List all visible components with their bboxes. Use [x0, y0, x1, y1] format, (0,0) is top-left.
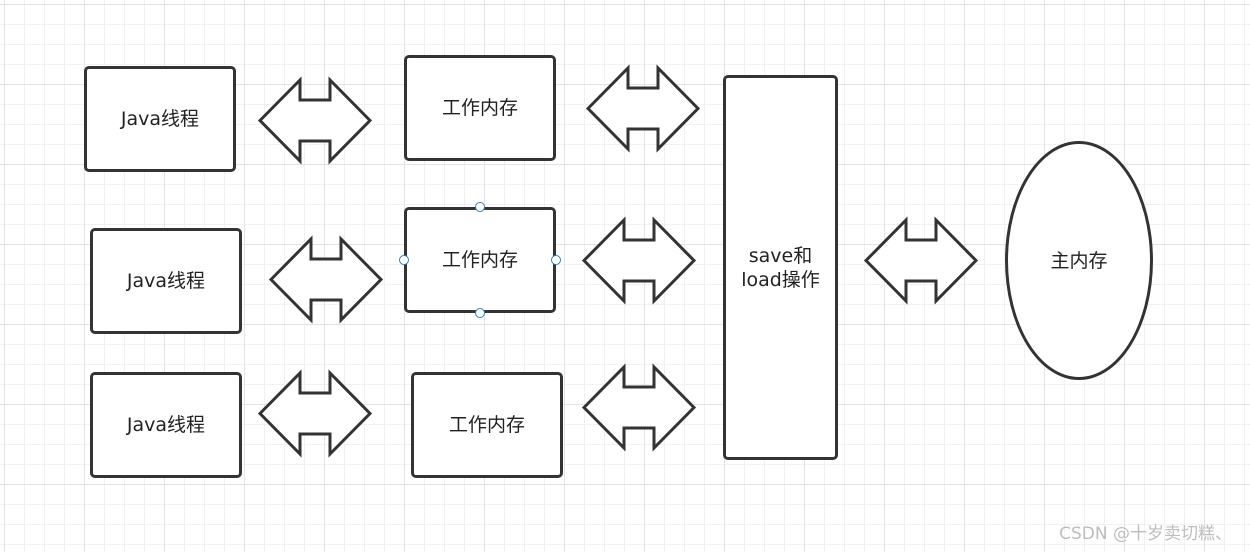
main-memory-label: 主内存 [1050, 249, 1108, 272]
java-thread-label: Java线程 [120, 108, 200, 130]
work-memory-box-1[interactable]: 工作内存 [404, 55, 556, 161]
resize-handle-top[interactable] [475, 202, 485, 212]
double-arrow-icon[interactable] [581, 363, 697, 452]
resize-handle-bottom[interactable] [475, 308, 485, 318]
double-arrow-icon[interactable] [585, 64, 701, 153]
save-load-box[interactable]: save和 load操作 [723, 75, 838, 460]
double-arrow-icon[interactable] [257, 76, 373, 165]
main-memory-ellipse[interactable]: 主内存 [1005, 141, 1153, 380]
csdn-watermark: CSDN @十岁卖切糕、 [1059, 524, 1232, 544]
work-memory-label: 工作内存 [441, 249, 518, 271]
java-thread-label: Java线程 [126, 414, 206, 436]
java-thread-box-3[interactable]: Java线程 [90, 372, 242, 478]
double-arrow-icon[interactable] [863, 216, 979, 305]
work-memory-label: 工作内存 [448, 414, 525, 436]
save-load-text: save和 load操作 [741, 244, 820, 292]
java-thread-label: Java线程 [126, 270, 206, 292]
work-memory-box-2[interactable]: 工作内存 [404, 207, 556, 313]
resize-handle-right[interactable] [551, 255, 561, 265]
double-arrow-icon[interactable] [581, 216, 697, 305]
double-arrow-icon[interactable] [268, 235, 384, 324]
double-arrow-icon[interactable] [257, 369, 373, 458]
work-memory-label: 工作内存 [441, 97, 518, 119]
save-label: save和 [748, 244, 813, 267]
java-thread-box-1[interactable]: Java线程 [84, 66, 236, 172]
work-memory-box-3[interactable]: 工作内存 [411, 372, 563, 478]
java-thread-box-2[interactable]: Java线程 [90, 228, 242, 334]
resize-handle-left[interactable] [399, 255, 409, 265]
load-label: load操作 [741, 268, 820, 291]
